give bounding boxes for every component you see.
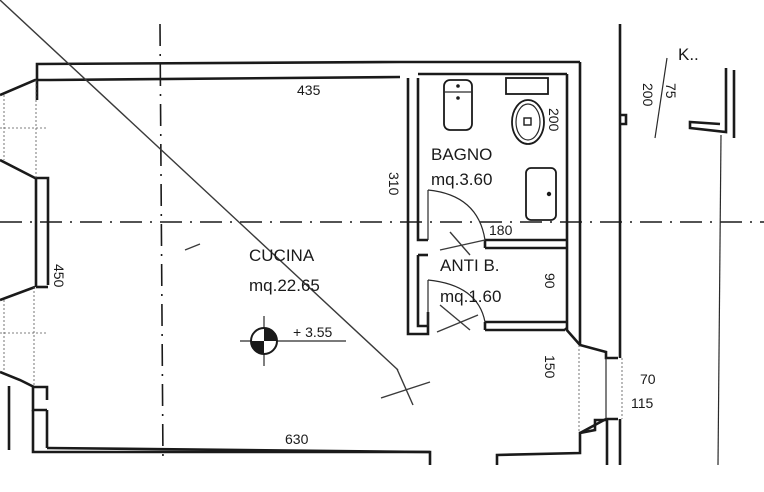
dim-door-width: 75 bbox=[663, 83, 679, 99]
dim-left-wall: 450 bbox=[51, 264, 67, 288]
elevation-label: + 3.55 bbox=[293, 324, 333, 340]
dim-kitchen-top: 435 bbox=[297, 82, 321, 98]
partition-walls bbox=[406, 72, 567, 336]
sketch-marks bbox=[0, 0, 486, 406]
dim-bath-fixture: 200 bbox=[546, 108, 562, 132]
room-area-cucina: mq.22.65 bbox=[249, 276, 320, 295]
dim-window-right: 150 bbox=[542, 355, 558, 379]
dim-anti-height: 90 bbox=[542, 273, 558, 289]
labels: CUCINA mq.22.65 BAGNO mq.3.60 ANTI B. mq… bbox=[51, 45, 699, 447]
room-name-bagno: BAGNO bbox=[431, 145, 492, 164]
dim-window-sill: 70 bbox=[640, 371, 656, 387]
toilet-bowl-icon bbox=[511, 99, 545, 145]
room-area-bagno: mq.3.60 bbox=[431, 170, 492, 189]
partial-label: K.. bbox=[678, 45, 699, 64]
top-right-door bbox=[654, 57, 736, 466]
dim-window-lintel: 115 bbox=[631, 395, 654, 411]
room-name-anti-bagno: ANTI B. bbox=[440, 256, 500, 275]
outer-walls bbox=[0, 24, 628, 465]
room-area-anti-bagno: mq.1.60 bbox=[440, 287, 501, 306]
toilet-tank-icon bbox=[505, 77, 549, 95]
dim-bath-width: 180 bbox=[489, 222, 513, 238]
dim-kitchen-bottom: 630 bbox=[285, 431, 309, 447]
dim-door-height: 200 bbox=[640, 83, 656, 107]
dim-bath-wall: 310 bbox=[386, 172, 402, 196]
room-name-cucina: CUCINA bbox=[249, 246, 315, 265]
axis-lines bbox=[0, 23, 764, 465]
elevation-marker bbox=[240, 316, 346, 366]
shower-tray-icon bbox=[525, 167, 557, 221]
bathroom-fixtures bbox=[443, 77, 557, 221]
